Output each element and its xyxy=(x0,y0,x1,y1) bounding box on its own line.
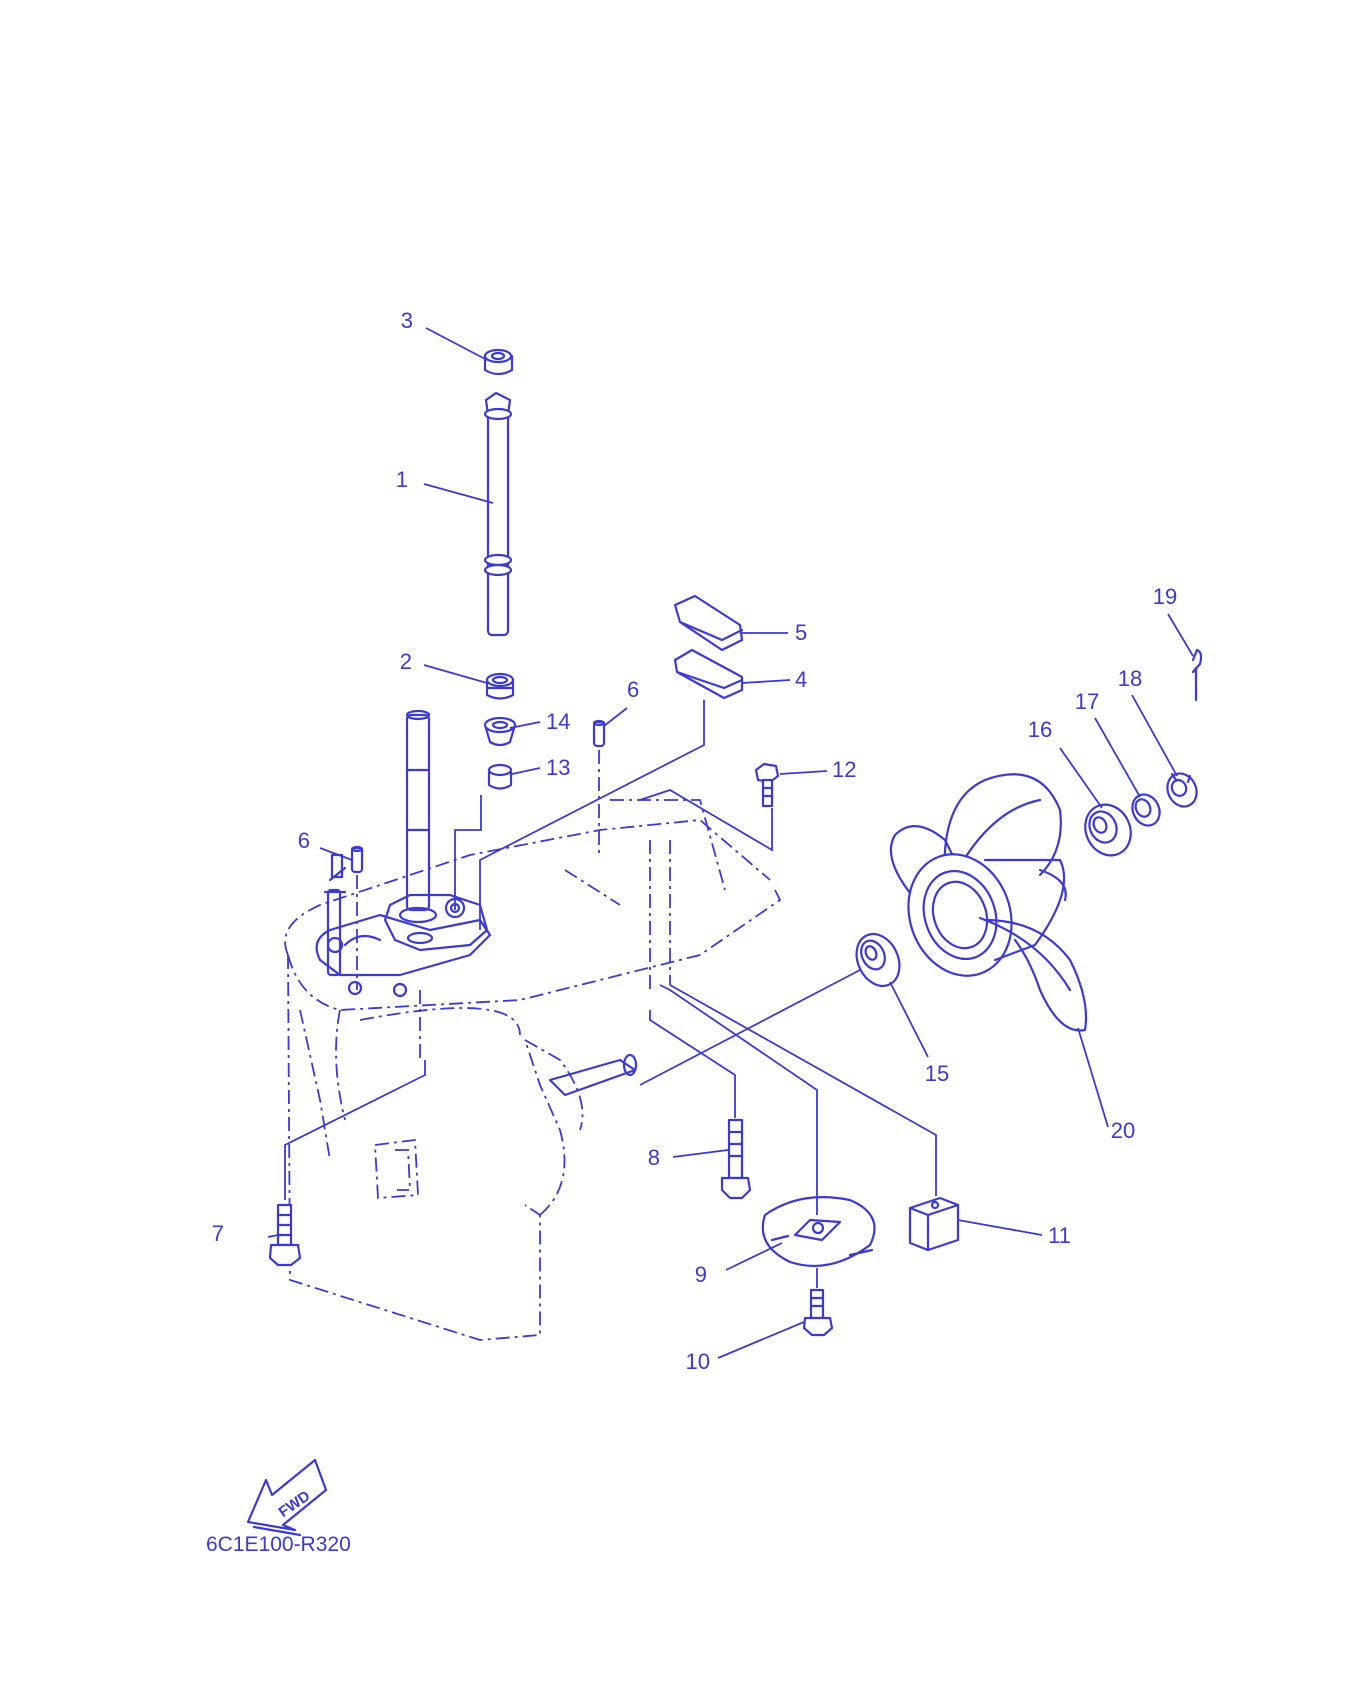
part-12-bolt xyxy=(754,762,780,808)
lower-unit-housing xyxy=(284,799,782,1341)
part-13-collar xyxy=(487,763,513,790)
callout-17: 17 xyxy=(1075,689,1099,714)
callout-leaders xyxy=(267,327,1194,1359)
callout-19: 19 xyxy=(1153,584,1177,609)
part-16-spacer xyxy=(1084,803,1132,857)
callout-8: 8 xyxy=(648,1145,660,1170)
part-9-trim-tab xyxy=(761,1196,876,1268)
callout-5: 5 xyxy=(795,620,807,645)
part-19-cotter-pin xyxy=(1191,648,1203,702)
part-14-bushing xyxy=(483,716,517,747)
part-7-bolt xyxy=(268,1203,302,1267)
callout-3: 3 xyxy=(401,308,413,333)
callout-12: 12 xyxy=(832,757,856,782)
diagram-code: 6C1E100-R320 xyxy=(206,1533,351,1556)
callout-2: 2 xyxy=(400,649,412,674)
part-10-bolt xyxy=(802,1288,834,1337)
callout-10: 10 xyxy=(686,1349,710,1374)
callout-7: 7 xyxy=(212,1221,224,1246)
forward-direction-arrow-icon: FWD xyxy=(246,1458,328,1537)
part-4-plate xyxy=(673,648,744,700)
part-20-propeller xyxy=(889,773,1088,1032)
drive-shaft-lower xyxy=(405,709,431,912)
callout-16: 16 xyxy=(1028,717,1052,742)
gearcase-top-plate xyxy=(315,897,492,998)
part-3-bushing xyxy=(483,348,514,376)
callout-1: 1 xyxy=(396,467,408,492)
callout-14: 14 xyxy=(546,709,570,734)
part-5-plate xyxy=(673,594,744,652)
callout-18: 18 xyxy=(1118,666,1142,691)
callout-labels: 1 2 3 4 5 6 6 7 8 9 10 11 12 13 14 15 16… xyxy=(212,308,1177,1374)
part-2-oil-seal xyxy=(485,672,515,700)
water-pump-housing xyxy=(383,893,489,952)
part-8-bolt xyxy=(720,1118,752,1200)
assembly-guide-lines-dashed xyxy=(356,750,671,1060)
callout-13: 13 xyxy=(546,755,570,780)
callout-6a: 6 xyxy=(627,677,639,702)
callout-20: 20 xyxy=(1111,1118,1135,1143)
shift-rod xyxy=(323,853,347,977)
propeller-shaft xyxy=(548,1053,638,1097)
callout-6b: 6 xyxy=(298,828,310,853)
part-1-drive-shaft xyxy=(483,391,513,637)
part-15-thrust-washer xyxy=(855,933,901,987)
part-6-dowel-pin-a xyxy=(592,719,606,748)
callout-15: 15 xyxy=(925,1061,949,1086)
callout-11: 11 xyxy=(1048,1223,1071,1248)
part-11-anode xyxy=(908,1196,960,1252)
part-6-dowel-pin-b xyxy=(350,845,364,874)
part-17-washer xyxy=(1131,793,1161,827)
callout-9: 9 xyxy=(695,1262,707,1287)
callout-4: 4 xyxy=(795,667,807,692)
assembly-guide-lines xyxy=(284,700,937,1288)
part-18-nut xyxy=(1166,772,1198,808)
